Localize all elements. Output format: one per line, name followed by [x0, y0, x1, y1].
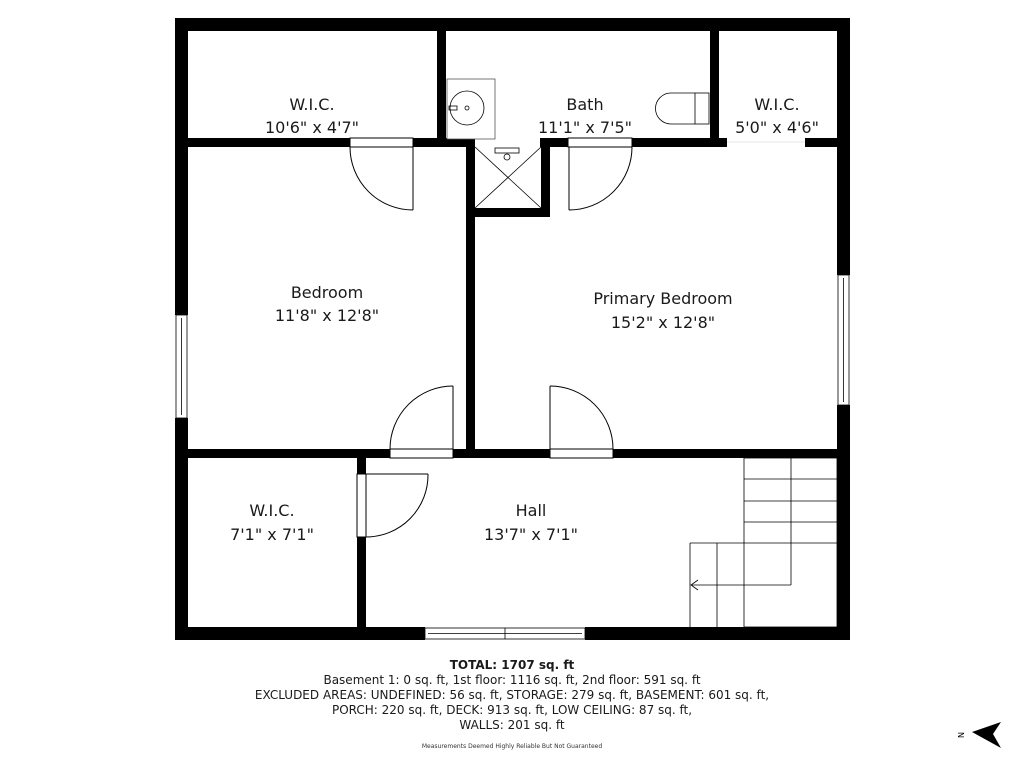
room-dims-hall: 13'7" x 7'1": [484, 525, 578, 544]
summary-line-excluded-2: PORCH: 220 sq. ft, DECK: 913 sq. ft, LOW…: [331, 703, 693, 717]
walls: [175, 18, 850, 640]
room-dims-wic-2: 5'0" x 4'6": [735, 118, 819, 137]
summary-line-walls: WALLS: 201 sq. ft: [459, 718, 565, 732]
total-area: TOTAL: 1707 sq. ft: [449, 658, 575, 672]
room-name-bath: Bath: [566, 95, 603, 114]
compass-label: N: [956, 732, 965, 738]
room-dims-wic-3: 7'1" x 7'1": [230, 525, 314, 544]
bath-fixtures: [446, 78, 710, 209]
floor-plan: W.I.C. 10'6" x 4'7" Bath 11'1" x 7'5" W.…: [175, 18, 850, 640]
room-dims-bedroom: 11'8" x 12'8": [275, 306, 379, 325]
room-name-hall: Hall: [516, 501, 547, 520]
room-labels: W.I.C. 10'6" x 4'7" Bath 11'1" x 7'5" W.…: [230, 95, 819, 544]
room-name-wic-1: W.I.C.: [289, 95, 334, 114]
room-name-bedroom: Bedroom: [291, 283, 363, 302]
windows: [175, 141, 850, 640]
room-dims-primary-bedroom: 15'2" x 12'8": [611, 313, 715, 332]
stairs: [689, 457, 838, 628]
north-arrow-icon: N: [956, 722, 1001, 748]
summary-line-floors: Basement 1: 0 sq. ft, 1st floor: 1116 sq…: [323, 673, 701, 687]
room-name-primary-bedroom: Primary Bedroom: [593, 289, 732, 308]
summary-line-excluded-1: EXCLUDED AREAS: UNDEFINED: 56 sq. ft, ST…: [254, 688, 770, 702]
room-name-wic-2: W.I.C.: [754, 95, 799, 114]
room-dims-wic-1: 10'6" x 4'7": [265, 118, 359, 137]
doors: [349, 137, 633, 538]
area-summary: TOTAL: 1707 sq. ft Basement 1: 0 sq. ft,…: [0, 658, 1024, 750]
room-dims-bath: 11'1" x 7'5": [538, 118, 632, 137]
disclaimer: Measurements Deemed Highly Reliable But …: [421, 743, 603, 750]
room-name-wic-3: W.I.C.: [249, 501, 294, 520]
